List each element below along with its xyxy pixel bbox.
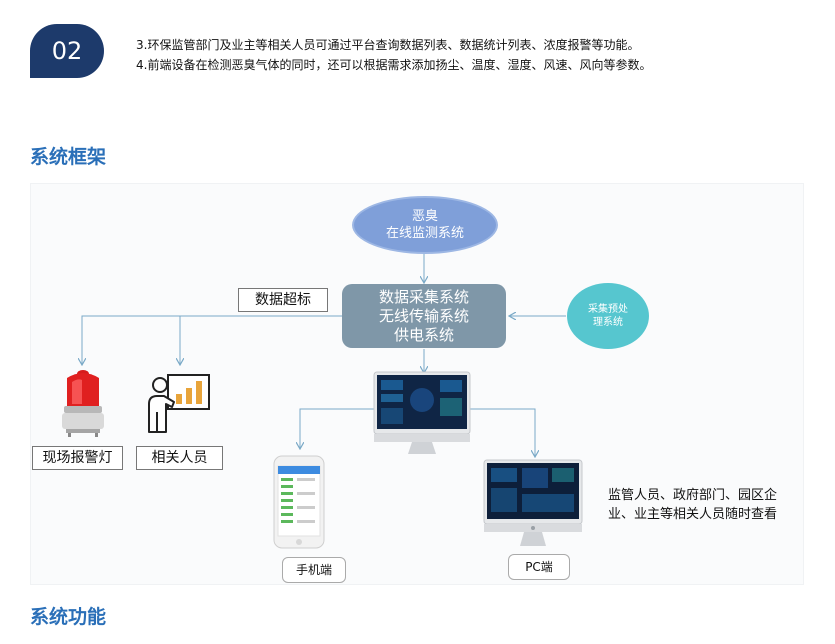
data-collection-system-node: 数据采集系统 无线传输系统 供电系统: [342, 284, 506, 348]
viewers-note-line1: 监管人员、政府部门、园区企: [608, 488, 778, 503]
over-limit-label: 数据超标: [238, 288, 328, 312]
arrow-monitor-to-mobile: [300, 408, 376, 448]
intro-line-4: 4.前端设备在检测恶臭气体的同时，还可以根据需求添加扬尘、温度、湿度、风速、风向…: [136, 58, 652, 72]
viewers-note-line2: 业、业主等相关人员随时查看: [608, 507, 778, 522]
preprocess-line2: 理系统: [593, 317, 623, 328]
section-number-badge: 02: [30, 24, 104, 78]
alarm-lamp-icon: [62, 370, 104, 437]
arrow-monitor-to-pc: [470, 408, 535, 456]
odor-node-line1: 恶臭: [411, 209, 438, 224]
mobile-label: 手机端: [282, 557, 346, 583]
viewers-note: 监管人员、政府部门、园区企 业、业主等相关人员随时查看: [608, 486, 777, 524]
center-node-line1: 数据采集系统: [378, 287, 469, 306]
odor-node-line2: 在线监测系统: [385, 226, 464, 241]
framework-title: 系统框架: [30, 146, 107, 168]
odor-monitoring-system-node: 恶臭 在线监测系统: [352, 196, 498, 254]
intro-line-3: 3.环保监管部门及业主等相关人员可通过平台查询数据列表、数据统计列表、浓度报警等…: [136, 38, 640, 52]
function-title: 系统功能: [30, 606, 107, 628]
preprocess-line1: 采集预处: [588, 304, 628, 315]
presenter-icon: [148, 374, 210, 433]
alarm-lamp-label: 现场报警灯: [32, 446, 123, 470]
mobile-phone-icon: [273, 455, 325, 549]
arrow-center-to-alarm: [82, 315, 342, 364]
pc-label: PC端: [508, 554, 570, 580]
pc-monitor-icon: [483, 459, 583, 546]
preprocess-system-node: 采集预处 理系统: [567, 283, 649, 349]
monitor-icon: [373, 371, 471, 454]
staff-label: 相关人员: [136, 446, 223, 470]
center-node-line2: 无线传输系统: [378, 306, 469, 325]
center-node-line3: 供电系统: [393, 325, 454, 344]
